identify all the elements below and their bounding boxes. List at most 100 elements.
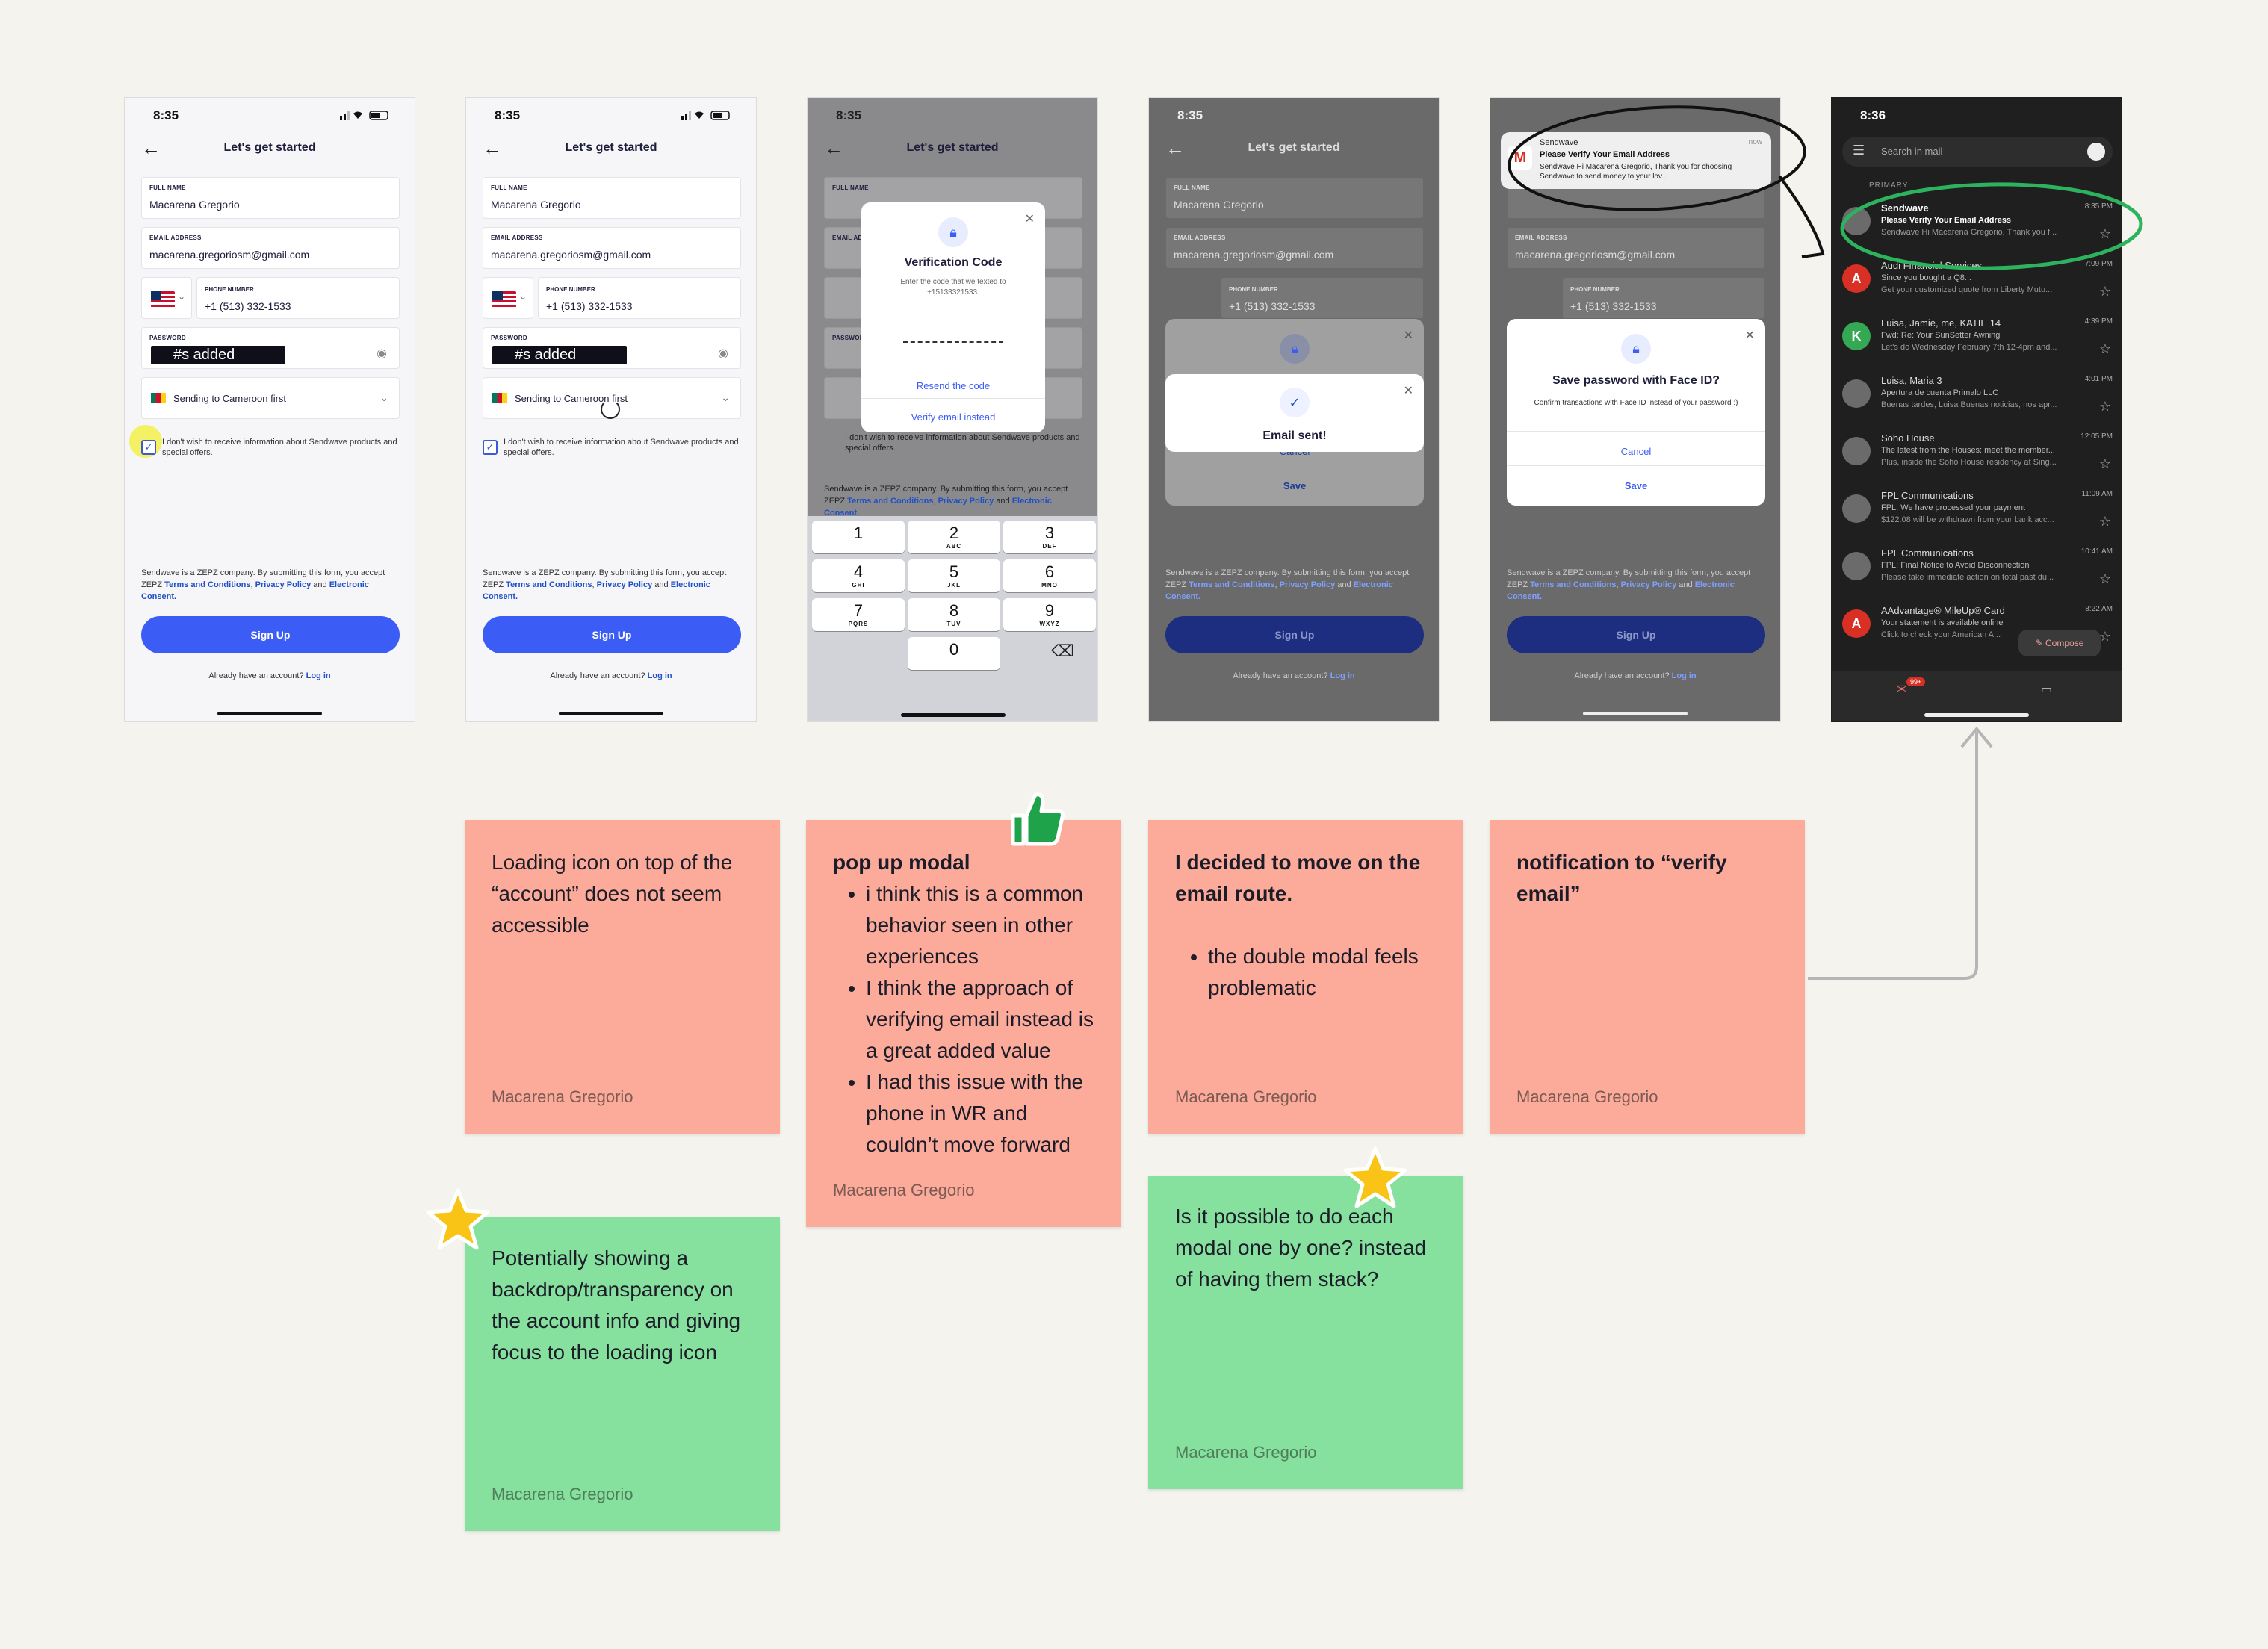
close-icon[interactable]: ✕ [1024, 213, 1035, 226]
signup-button[interactable]: Sign Up [1507, 616, 1765, 653]
country-code-select[interactable]: ⌄ [141, 277, 192, 319]
us-flag-icon [492, 291, 516, 308]
close-icon[interactable]: ✕ [1403, 329, 1413, 342]
backspace-icon[interactable]: ⌫ [1051, 642, 1075, 660]
keypad-key[interactable]: 0 [908, 637, 1000, 670]
star-icon[interactable]: ☆ [2098, 629, 2111, 644]
password-field[interactable]: PASSWORD#s added◉ [141, 327, 400, 369]
destination-select[interactable]: Sending to Cameroon first⌄ [483, 377, 741, 419]
terms-link[interactable]: Terms and Conditions [164, 580, 251, 589]
login-link[interactable]: Log in [306, 671, 331, 680]
star-icon[interactable]: ☆ [2098, 399, 2111, 414]
back-arrow-icon[interactable]: ← [824, 137, 843, 159]
signup-button[interactable]: Sign Up [1165, 616, 1424, 653]
modal-title: Save password with Face ID? [1552, 374, 1720, 387]
star-icon[interactable]: ☆ [2098, 284, 2111, 299]
privacy-link[interactable]: Privacy Policy [255, 580, 312, 589]
note-text: Loading icon on top of the “account” doe… [492, 851, 733, 937]
cancel-button[interactable]: Cancel [1620, 446, 1652, 457]
mail-sender: AAdvantage® MileUp® Card [1881, 605, 2005, 616]
back-arrow-icon[interactable]: ← [1165, 137, 1185, 159]
phone-field[interactable]: PHONE NUMBER+1 (513) 332-1533 [196, 277, 400, 319]
close-icon[interactable]: ✕ [1744, 329, 1755, 342]
eye-icon[interactable]: ◉ [718, 347, 728, 360]
sticky-note-email-route[interactable]: I decided to move on the email route.the… [1148, 820, 1463, 1134]
code-input[interactable] [903, 322, 1003, 343]
star-icon[interactable]: ☆ [2098, 514, 2111, 529]
signup-button[interactable]: Sign Up [141, 616, 400, 653]
privacy-link[interactable]: Privacy Policy [596, 580, 653, 589]
login-link[interactable]: Log in [1330, 671, 1355, 680]
keypad-key[interactable]: 1 [812, 521, 905, 553]
signup-button[interactable]: Sign Up [483, 616, 741, 653]
compose-button[interactable]: ✎ Compose [2018, 630, 2101, 656]
mail-preview: Buenas tardes, Luisa Buenas noticias, no… [1881, 400, 2057, 409]
note-author: Macarena Gregorio [492, 1087, 633, 1106]
verify-email-link[interactable]: Verify email instead [911, 412, 996, 423]
terms-link[interactable]: Terms and Conditions [506, 580, 592, 589]
optout-checkbox[interactable]: ✓ [141, 440, 156, 455]
avatar[interactable] [2087, 143, 2105, 161]
field-value: Macarena Gregorio [491, 199, 581, 211]
phone-field[interactable]: PHONE NUMBER+1 (513) 332-1533 [538, 277, 741, 319]
star-icon[interactable]: ☆ [2098, 571, 2111, 586]
sticky-note-one-by-one[interactable]: Is it possible to do each modal one by o… [1148, 1176, 1463, 1489]
sticky-note-notification[interactable]: notification to “verify email” Macarena … [1490, 820, 1805, 1134]
login-link[interactable]: Log in [647, 671, 672, 680]
optout-checkbox[interactable]: ✓ [483, 440, 498, 455]
save-button[interactable]: Save [1283, 480, 1307, 491]
status-icons [681, 111, 730, 120]
sticky-note-popup-modal[interactable]: pop up modali think this is a common beh… [806, 820, 1121, 1227]
sticky-note-backdrop[interactable]: Potentially showing a backdrop/transpare… [465, 1217, 780, 1531]
star-icon[interactable]: ☆ [2098, 341, 2111, 356]
mail-icon[interactable]: ✉ [1896, 682, 1908, 697]
modal-description: Confirm transactions with Face ID instea… [1534, 399, 1738, 407]
country-code-select[interactable]: ⌄ [483, 277, 533, 319]
mail-sender: FPL Communications [1881, 490, 1974, 501]
mail-subject: Apertura de cuenta Primalo LLC [1881, 388, 1999, 397]
eye-icon[interactable]: ◉ [377, 347, 387, 360]
mail-subject: Please Verify Your Email Address [1881, 216, 2012, 225]
destination-select[interactable]: Sending to Cameroon first⌄ [141, 377, 400, 419]
mail-preview: $122.08 will be withdrawn from your bank… [1881, 515, 2054, 524]
save-button[interactable]: Save [1624, 480, 1648, 491]
back-arrow-icon[interactable]: ← [483, 137, 502, 159]
video-icon[interactable]: ▭ [2041, 683, 2053, 696]
login-link[interactable]: Log in [1671, 671, 1697, 680]
password-field[interactable]: PASSWORD#s added◉ [483, 327, 741, 369]
consent-link[interactable]: Electronic Consent. [483, 580, 710, 601]
star-icon[interactable]: ☆ [2098, 456, 2111, 471]
gmail-search-bar[interactable]: ☰ Search in mail [1842, 137, 2113, 167]
menu-icon[interactable]: ☰ [1853, 143, 1865, 158]
push-notification[interactable]: M Sendwave now Please Verify Your Email … [1501, 132, 1771, 189]
consent-link[interactable]: Electronic Consent. [141, 580, 369, 601]
section-label: PRIMARY [1869, 181, 1909, 190]
divider [861, 398, 1045, 399]
star-icon[interactable]: ☆ [2098, 226, 2111, 241]
back-arrow-icon[interactable]: ← [141, 137, 161, 159]
sticky-note-accessibility[interactable]: Loading icon on top of the “account” doe… [465, 820, 780, 1134]
resend-code-link[interactable]: Resend the code [916, 380, 991, 391]
note-text: pop up modali think this is a common beh… [833, 847, 1099, 1161]
close-icon[interactable]: ✕ [1403, 385, 1413, 397]
